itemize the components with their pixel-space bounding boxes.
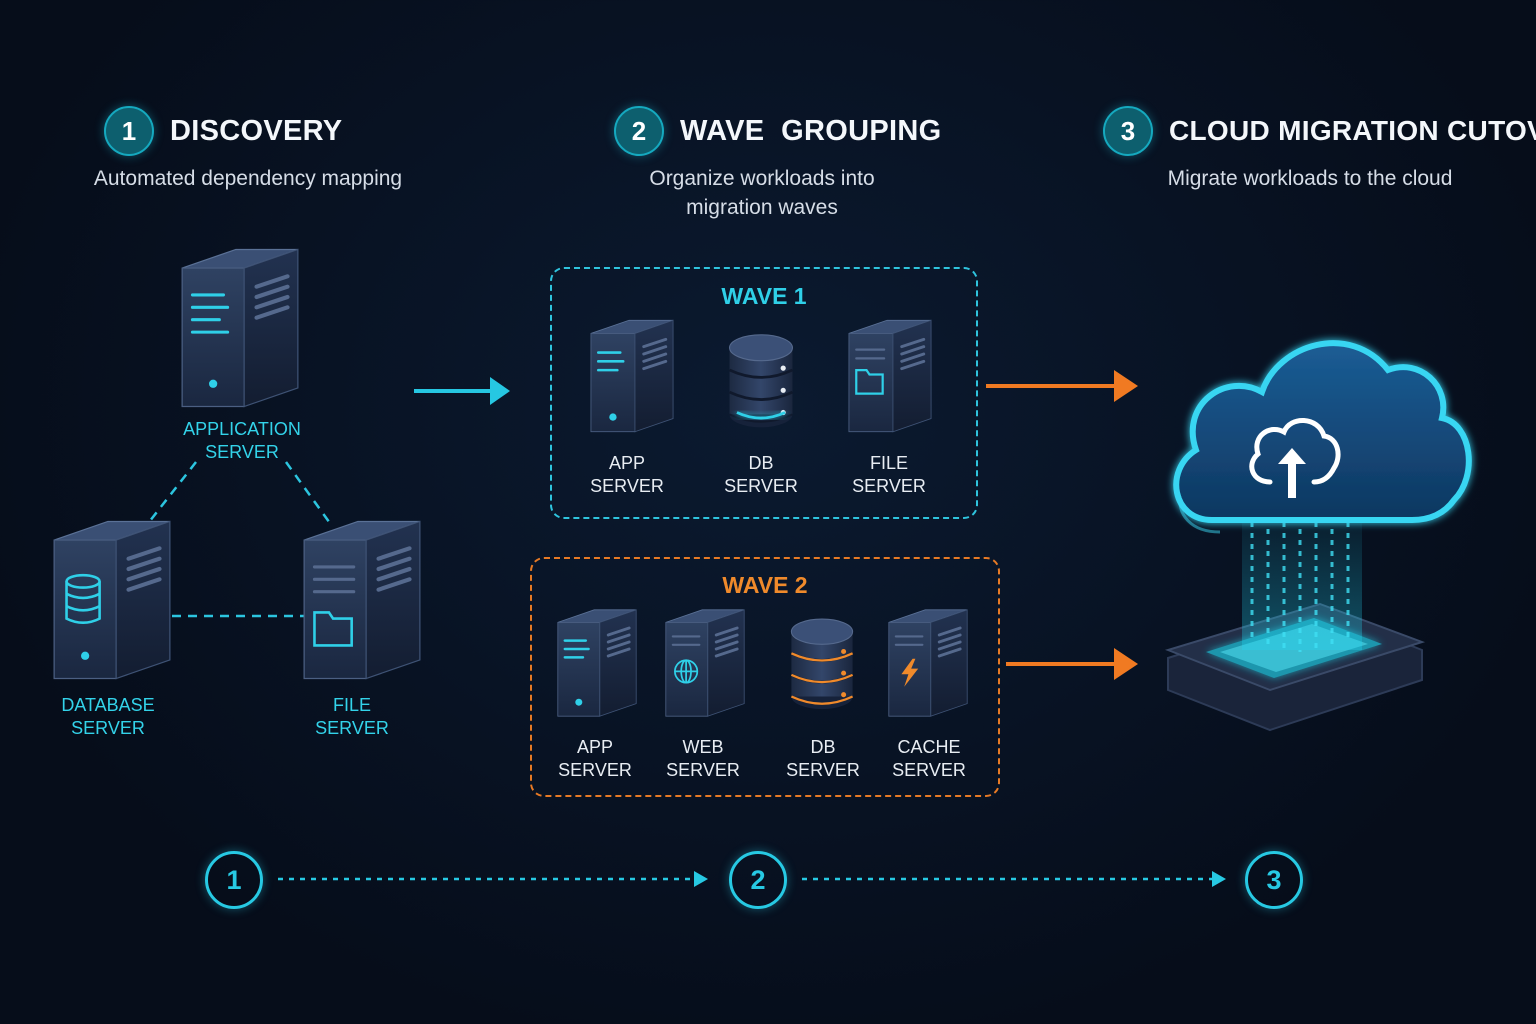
wave-1-file-server-label: FILE SERVER <box>834 452 944 498</box>
cloud-upload-icon <box>1249 418 1341 498</box>
timeline-step-2: 2 <box>729 851 787 909</box>
application-server-label: APPLICATION SERVER <box>162 418 322 464</box>
step-2-title: WAVE GROUPING <box>680 114 942 147</box>
file-server-icon <box>300 512 424 688</box>
step-2-subtitle-line2: migration waves <box>686 196 838 219</box>
timeline-step-3: 3 <box>1245 851 1303 909</box>
step-1-subtitle: Automated dependency mapping <box>93 167 403 190</box>
wave-1-item-2-line1: DB <box>748 453 774 473</box>
timeline-arrow-2 <box>1212 871 1226 887</box>
wave-2-cache-server-label: CACHE SERVER <box>874 736 984 782</box>
wave-2-item-2-line2: SERVER <box>666 760 740 780</box>
wave-2-web-server-icon <box>663 602 747 724</box>
file-server-label-line2: SERVER <box>315 718 389 738</box>
database-server-label-line1: DATABASE <box>61 695 155 715</box>
wave-1-box <box>550 267 978 519</box>
step-1-badge: 1 <box>104 106 154 156</box>
wave-2-box <box>530 557 1000 797</box>
step-3-badge: 3 <box>1103 106 1153 156</box>
wave-2-item-4-line2: SERVER <box>892 760 966 780</box>
flow-arrow-wave1-head <box>1114 370 1138 402</box>
wave-1-app-server-icon <box>588 312 676 440</box>
step-2-header: 2 WAVE GROUPING <box>614 106 941 156</box>
step-2-subtitle: Organize workloads into migration waves <box>590 164 934 222</box>
wave-2-app-server-icon <box>555 602 639 724</box>
cloud-destination <box>1164 340 1472 732</box>
data-beams <box>1242 514 1362 652</box>
wave-1-item-1-line1: APP <box>608 453 646 473</box>
wave-1-app-server-label: APP SERVER <box>572 452 682 498</box>
application-server-icon <box>178 240 302 416</box>
database-server-label-line2: SERVER <box>71 718 145 738</box>
wave-1-title: WAVE 1 <box>721 283 807 309</box>
wave-1-item-1-line2: SERVER <box>590 476 664 496</box>
wave-1-db-server-label: DB SERVER <box>706 452 816 498</box>
wave-1-database-icon <box>724 330 798 434</box>
dependency-line-app-file <box>284 461 334 527</box>
wave-1-item-3-line1: FILE <box>869 453 908 473</box>
flow-arrow-wave2-head <box>1114 648 1138 680</box>
wave-1-item-2-line2: SERVER <box>724 476 798 496</box>
database-server-label: DATABASE SERVER <box>28 694 188 740</box>
timeline-arrow-1 <box>694 871 708 887</box>
wave-2-db-server-label: DB SERVER <box>768 736 878 782</box>
flow-arrow-1-head <box>490 377 510 405</box>
dependency-line-app-db <box>145 461 197 527</box>
step-2-subtitle-line1: Organize workloads into <box>649 167 875 190</box>
wave-2-item-3-line1: DB <box>810 737 836 757</box>
wave-1-item-3-line2: SERVER <box>852 476 926 496</box>
step-3-subtitle: Migrate workloads to the cloud <box>1167 167 1453 190</box>
wave-2-cache-server-icon <box>886 602 970 724</box>
wave-2-web-server-label: WEB SERVER <box>648 736 758 782</box>
file-server-label-line1: FILE <box>332 695 371 715</box>
application-server-label-line2: SERVER <box>205 442 279 462</box>
wave-2-item-3-line2: SERVER <box>786 760 860 780</box>
wave-1-file-server-icon <box>846 312 934 440</box>
wave-2-app-server-label: APP SERVER <box>540 736 650 782</box>
wave-2-item-4-line1: CACHE <box>897 737 961 757</box>
database-server-icon <box>50 512 174 688</box>
wave-2-title: WAVE 2 <box>722 572 808 598</box>
step-2-badge: 2 <box>614 106 664 156</box>
application-server-label-line1: APPLICATION <box>183 419 301 439</box>
timeline-step-1: 1 <box>205 851 263 909</box>
step-3-header: 3 CLOUD MIGRATION CUTOVER <box>1103 106 1536 156</box>
step-1-header: 1 DISCOVERY <box>104 106 342 156</box>
wave-2-item-1-line2: SERVER <box>558 760 632 780</box>
wave-2-item-2-line1: WEB <box>682 737 724 757</box>
wave-2-item-1-line1: APP <box>576 737 614 757</box>
step-3-title: CLOUD MIGRATION CUTOVER <box>1169 115 1536 146</box>
step-1-title: DISCOVERY <box>170 114 343 147</box>
file-server-label: FILE SERVER <box>272 694 432 740</box>
wave-2-database-icon <box>786 614 858 716</box>
